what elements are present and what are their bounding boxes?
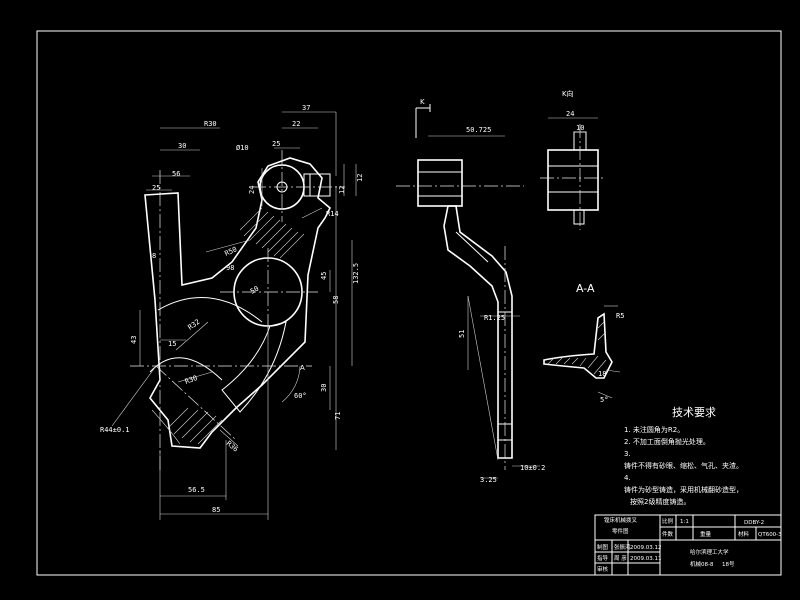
notes-title: 技术要求 — [672, 406, 716, 419]
tb-scale-label: 比例 — [662, 517, 674, 525]
dim-98: 98 — [226, 264, 234, 272]
tb-designer-name: 张振鸿 — [614, 543, 631, 551]
dim-r30-top: R30 — [204, 120, 217, 128]
tb-name-2: 零件图 — [612, 527, 629, 535]
tb-mass-label: 重量 — [700, 530, 712, 538]
dim-r1-25: R1.25 — [484, 314, 505, 322]
note-line-6: 铸件为砂型铸造，采用机械翻砂造型， — [624, 485, 743, 494]
tb-checker-label: 指导 — [597, 554, 609, 562]
dim-30: 30 — [178, 142, 186, 150]
dim-d50: 50 — [249, 285, 260, 296]
title-block: 镗床机械拨叉 零件图 比例 1:1 件数 DDBY-2 重量 材料 QT600-… — [594, 514, 782, 576]
dim-r44: R44±0.1 — [100, 426, 130, 434]
dim-85: 85 — [212, 506, 220, 514]
tb-drawing-no: DDBY-2 — [744, 520, 764, 526]
dim-12-right: 12 — [356, 174, 364, 182]
dim-15: 15 — [168, 340, 176, 348]
drawing-frame — [36, 30, 782, 576]
tb-reviewer-label: 审核 — [597, 565, 609, 573]
tb-qty-label: 件数 — [662, 530, 674, 538]
dim-56-5: 56.5 — [188, 486, 205, 494]
dim-43: 43 — [130, 336, 138, 344]
dim-10-k: 10 — [576, 124, 584, 132]
dim-25-top: 25 — [272, 140, 280, 148]
tb-checker-date: 2009.03.11 — [630, 556, 662, 562]
dim-50-725: 50.725 — [466, 126, 491, 134]
dim-132: 132.5 — [352, 263, 360, 284]
note-line-4: 铸件不得有砂眼、缩松、气孔、夹渣。 — [624, 461, 743, 470]
dim-22: 22 — [292, 120, 300, 128]
tb-name-1: 镗床机械拨叉 — [604, 516, 638, 524]
dim-51: 51 — [458, 330, 466, 338]
dim-5deg: 5° — [600, 396, 608, 404]
section-a-a: A-A R5 18 5° — [543, 282, 624, 404]
tb-material-label: 材料 — [738, 530, 750, 538]
note-line-1: 1. 未注圆角为R2。 — [624, 425, 684, 434]
tb-scale-value: 1:1 — [680, 519, 689, 525]
hatched-region-fork — [167, 407, 223, 445]
note-line-3: 3. — [624, 450, 631, 458]
front-view: 37 22 25 R30 30 56 25 8 Ø10 24 12 12 R50… — [100, 104, 364, 520]
tb-checker-name: 周 彦 — [614, 554, 627, 562]
tb-class-no: 机械08-8 — [690, 560, 714, 568]
dim-18: 18 — [598, 370, 606, 378]
tb-designer-date: 2009.03.12 — [630, 545, 662, 551]
note-line-2: 2. 不加工面倒角抛光处理。 — [624, 437, 710, 446]
side-view: K 50.725 51 R1.25 10±0.2 3.25 — [396, 98, 545, 484]
view-k: K向 24 10 — [540, 89, 606, 230]
note-line-7: 按照2级精度铸造。 — [630, 497, 690, 506]
tb-material-value: QT600-3 — [758, 532, 782, 538]
hatched-region-top — [239, 207, 305, 259]
view-k-label: K向 — [562, 89, 574, 98]
dim-r30-mid: R30 — [184, 374, 199, 386]
dim-71: 71 — [334, 412, 342, 420]
dim-60deg: 60° — [294, 392, 307, 400]
tb-student-no: 18号 — [722, 561, 735, 568]
section-mark-a: A — [300, 364, 305, 372]
technical-notes: 技术要求 1. 未注圆角为R2。 2. 不加工面倒角抛光处理。 3. 铸件不得有… — [624, 406, 743, 506]
dim-3-25: 3.25 — [480, 476, 497, 484]
tb-designer-label: 制图 — [597, 543, 609, 551]
dim-56: 56 — [172, 170, 180, 178]
section-a-a-label: A-A — [576, 282, 595, 295]
dim-r5: R5 — [616, 312, 624, 320]
dim-10-tol: 10±0.2 — [520, 464, 545, 472]
note-line-5: 4. — [624, 474, 631, 482]
arrow-k-label: K — [420, 98, 425, 106]
dim-r36: R36 — [225, 439, 240, 453]
dim-8: 8 — [152, 252, 156, 260]
dim-24: 24 — [248, 186, 256, 194]
dim-24-k: 24 — [566, 110, 574, 118]
dim-58: 58 — [332, 296, 340, 304]
section-hatch — [547, 321, 607, 375]
tb-school: 哈尔滨理工大学 — [690, 548, 729, 556]
dim-d10-top: Ø10 — [236, 144, 249, 152]
dim-37: 37 — [302, 104, 310, 112]
dim-45: 45 — [320, 272, 328, 280]
dim-30-right: 30 — [320, 384, 328, 392]
dim-25-left: 25 — [152, 184, 160, 192]
dim-r14: R14 — [326, 210, 339, 218]
dim-12-boss: 12 — [338, 186, 346, 194]
